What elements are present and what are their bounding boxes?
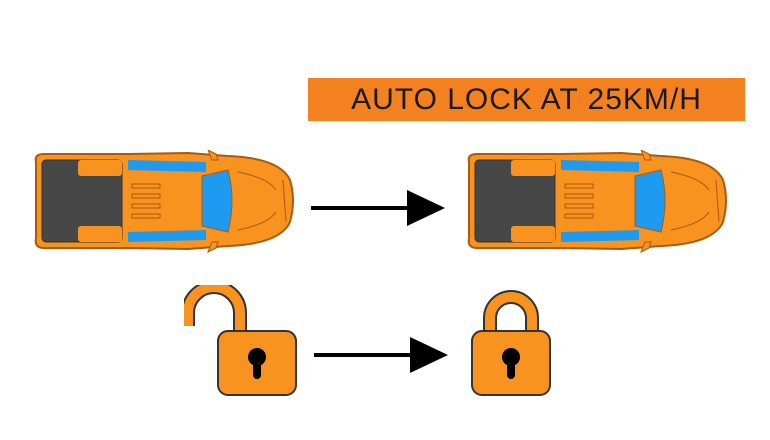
locked-padlock-icon: [471, 290, 551, 396]
pickup-truck-icon: [467, 150, 727, 253]
banner-text: AUTO LOCK AT 25KM/H: [351, 82, 702, 116]
arrow-right-icon: [314, 335, 450, 375]
auto-lock-banner: AUTO LOCK AT 25KM/H: [308, 78, 745, 121]
unlocked-padlock-icon: [184, 285, 297, 396]
arrow-right-icon: [311, 188, 447, 228]
pickup-truck-icon: [34, 150, 295, 253]
